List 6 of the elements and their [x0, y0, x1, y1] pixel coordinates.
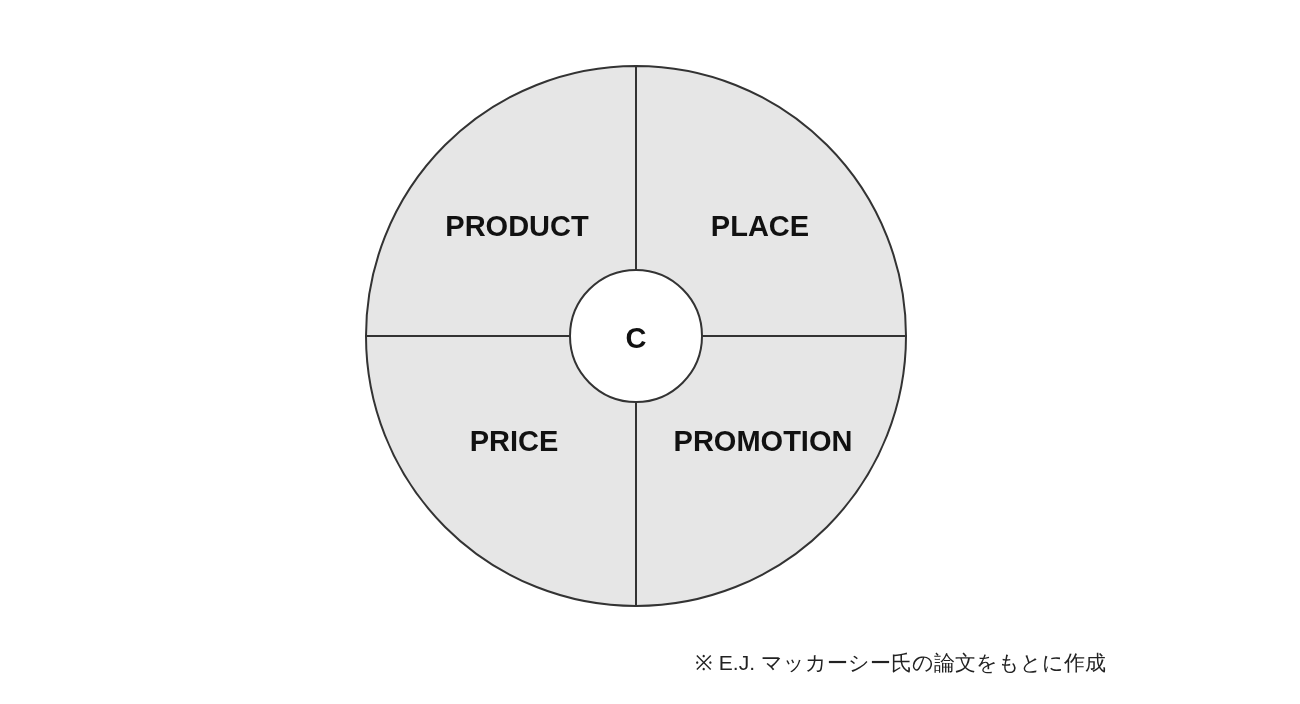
segment-label: PRODUCT [445, 209, 589, 243]
segment-label: PLACE [710, 209, 810, 243]
segment-label: PRICE [469, 424, 559, 458]
caption: ※ E.J. マッカーシー氏の論文をもとに作成 [695, 650, 1106, 676]
center-label: C [625, 321, 647, 355]
segment-label: PROMOTION [673, 424, 853, 458]
